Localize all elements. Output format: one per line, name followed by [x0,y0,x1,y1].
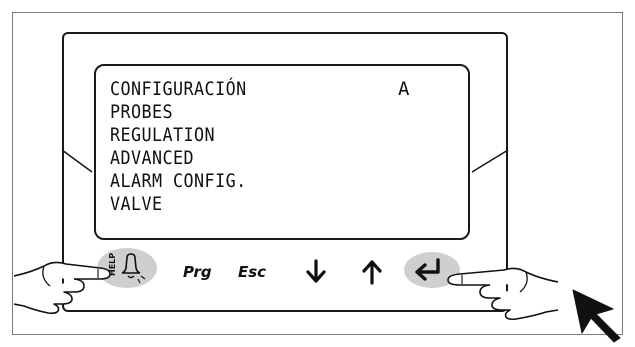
menu-item-configuracion[interactable]: CONFIGURACIÓN [110,78,247,100]
menu-item-regulation[interactable]: REGULATION [110,124,216,146]
arrow-up-icon [362,260,382,285]
right-hand-illustration [447,267,558,321]
arrow-down-icon [306,259,326,283]
esc-button[interactable]: Esc [238,263,267,281]
lcd-indicator: A [398,78,410,100]
menu-item-probes[interactable]: PROBES [110,101,174,123]
menu-item-alarm-config[interactable]: ALARM CONFIG. [110,170,247,192]
help-text: HELP [108,253,117,276]
down-button[interactable] [305,258,327,286]
menu-item-valve[interactable]: VALVE [110,193,163,215]
left-hand-illustration [14,261,111,315]
enter-icon [415,258,440,281]
lcd-display: CONFIGURACIÓN A PROBES REGULATION ADVANC… [94,64,470,240]
up-button[interactable] [361,258,383,286]
help-alarm-button[interactable]: HELP [97,248,157,288]
bell-icon: HELP [108,253,146,284]
mouse-cursor-icon [572,289,621,343]
image-frame [12,12,623,335]
menu-item-advanced[interactable]: ADVANCED [110,147,195,169]
prg-button[interactable]: Prg [183,263,212,281]
